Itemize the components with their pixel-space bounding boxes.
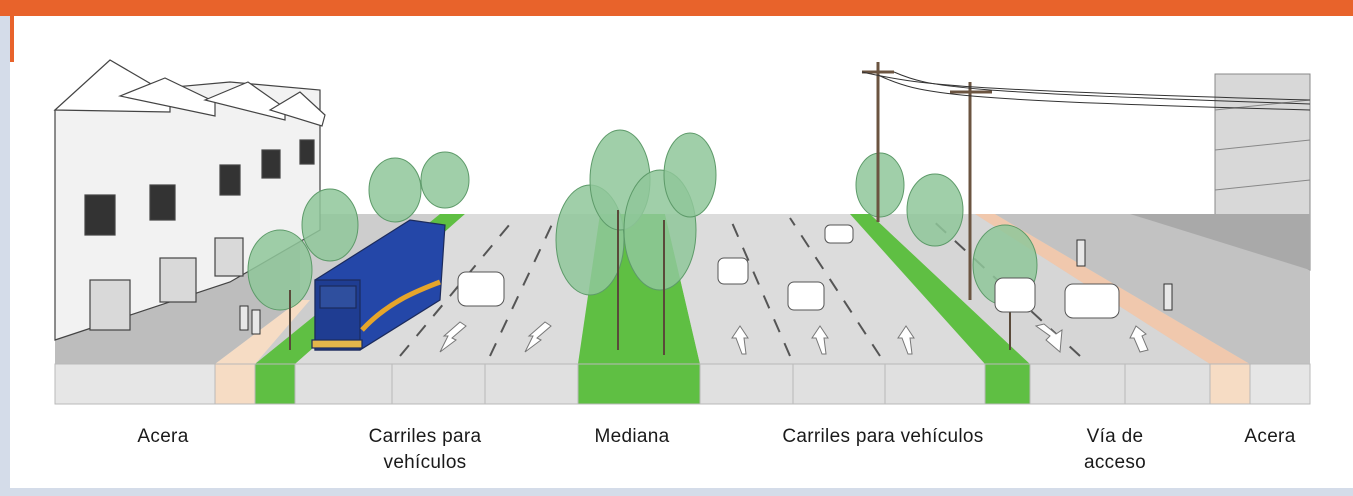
label-sidewalk-right-line-1: Acera <box>1244 426 1296 447</box>
cars <box>457 224 1120 319</box>
utility-poles <box>862 62 992 300</box>
townhouses <box>53 59 326 341</box>
label-lanes-right-line-1: Carriles para vehículos <box>782 426 984 447</box>
bus <box>311 219 446 351</box>
label-lanes-left: Carriles para vehículos <box>330 424 520 476</box>
label-sidewalk-right: Acera <box>1230 424 1310 450</box>
frame-left-bar <box>0 16 10 496</box>
label-sidewalk-left: Acera <box>118 424 208 450</box>
right-planting-strip <box>850 214 1030 364</box>
pedestrians <box>239 239 1173 335</box>
frame-left-accent <box>10 16 14 62</box>
label-sidewalk-left-line-1: Acera <box>137 426 189 447</box>
tree-trunks <box>289 210 1011 355</box>
label-median: Mediana <box>567 424 697 450</box>
access-road-surface <box>870 214 1210 364</box>
power-lines <box>861 71 1311 111</box>
building-shadow <box>1130 214 1310 270</box>
right-sidewalk-surface <box>995 214 1310 364</box>
section-band <box>54 363 1311 405</box>
frame-bottom-bar <box>0 488 1353 496</box>
label-median-line-1: Mediana <box>594 426 670 447</box>
label-access-road-line-2: acceso <box>1083 452 1146 473</box>
label-access-road-line-1: Vía de <box>1086 426 1144 447</box>
label-lanes-left-line-1: Carriles para <box>368 426 482 447</box>
lane-arrows <box>439 321 1149 355</box>
left-sidewalk-strip <box>215 300 310 364</box>
label-lanes-left-line-2: vehículos <box>383 452 467 473</box>
trees <box>247 129 1038 311</box>
label-access-road: Vía de acceso <box>1060 424 1170 476</box>
frame-top-bar <box>0 0 1353 16</box>
label-lanes-right: Carriles para vehículos <box>748 424 1018 450</box>
